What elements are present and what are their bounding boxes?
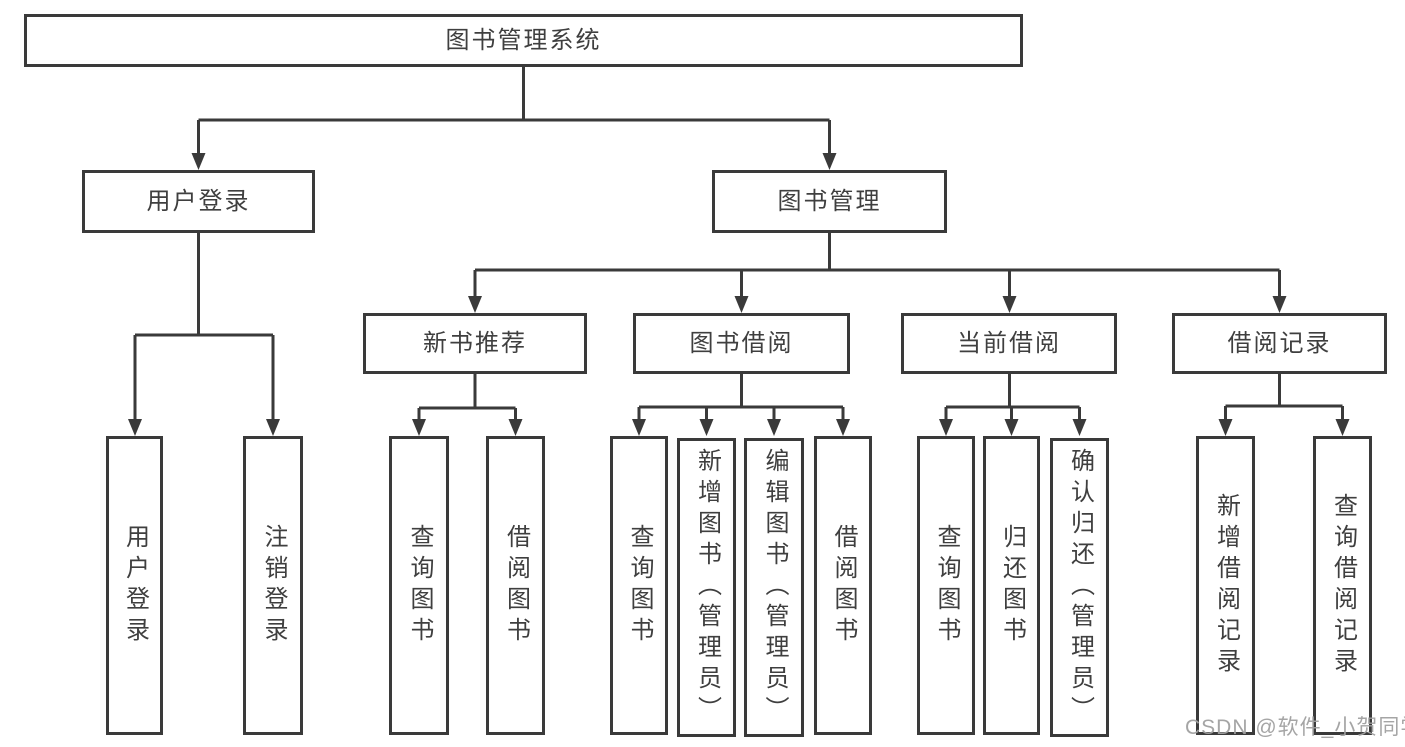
node-current-borrow: 当前借阅 [901, 313, 1117, 374]
node-borrow-record: 借阅记录 [1172, 313, 1387, 374]
leaf-query-book-2: 查询图书 [610, 436, 668, 735]
leaf-user-login: 用户登录 [106, 436, 163, 735]
leaf-add-book-admin: 新增图书（管理员） [677, 438, 736, 737]
node-book-borrow: 图书借阅 [633, 313, 850, 374]
leaf-query-borrow-record: 查询借阅记录 [1313, 436, 1372, 735]
connector-user-login [133, 233, 275, 420]
node-new-book-recommend: 新书推荐 [363, 313, 587, 374]
connector-borrow-record [1224, 374, 1344, 420]
connector-root [197, 67, 831, 154]
leaf-borrow-book-2: 借阅图书 [814, 436, 872, 735]
leaf-confirm-return-admin: 确认归还（管理员） [1050, 438, 1109, 737]
watermark-text: CSDN @软件_小贺同学 [1185, 716, 1405, 739]
connector-book-borrow [637, 374, 845, 420]
leaf-add-borrow-record: 新增借阅记录 [1196, 436, 1255, 735]
leaf-query-book-1: 查询图书 [389, 436, 449, 735]
leaf-return-book: 归还图书 [983, 436, 1040, 735]
node-user-login: 用户登录 [82, 170, 315, 233]
leaf-borrow-book-1: 借阅图书 [486, 436, 545, 735]
connector-new-book-recommend [417, 374, 517, 420]
connector-current-borrow [944, 374, 1081, 420]
leaf-query-book-3: 查询图书 [917, 436, 975, 735]
arrowheads [128, 153, 1350, 436]
leaf-edit-book-admin: 编辑图书（管理员） [744, 438, 804, 737]
leaf-logout: 注销登录 [243, 436, 303, 735]
connector-book-management [473, 233, 1281, 297]
node-book-management: 图书管理 [712, 170, 947, 233]
node-root: 图书管理系统 [24, 14, 1023, 67]
